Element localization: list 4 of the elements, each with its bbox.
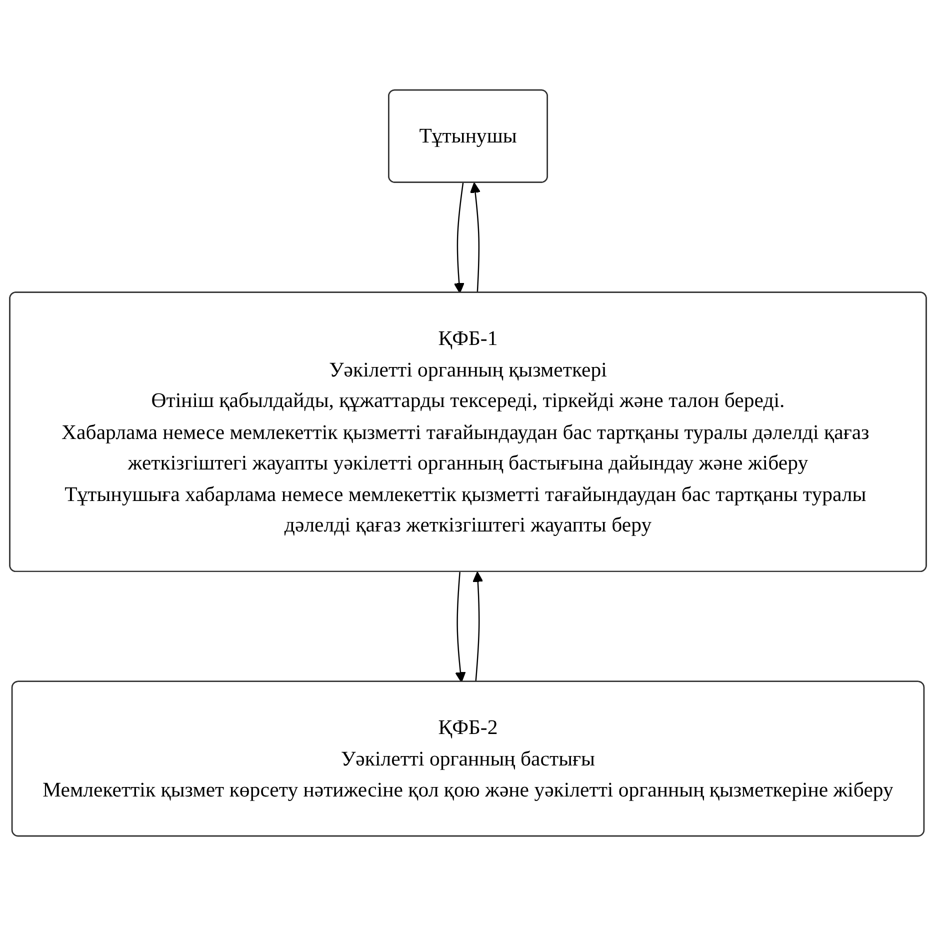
- arrow: [472, 572, 484, 682]
- arrow: [455, 572, 466, 683]
- arrow: [470, 182, 481, 293]
- arrow: [454, 182, 464, 294]
